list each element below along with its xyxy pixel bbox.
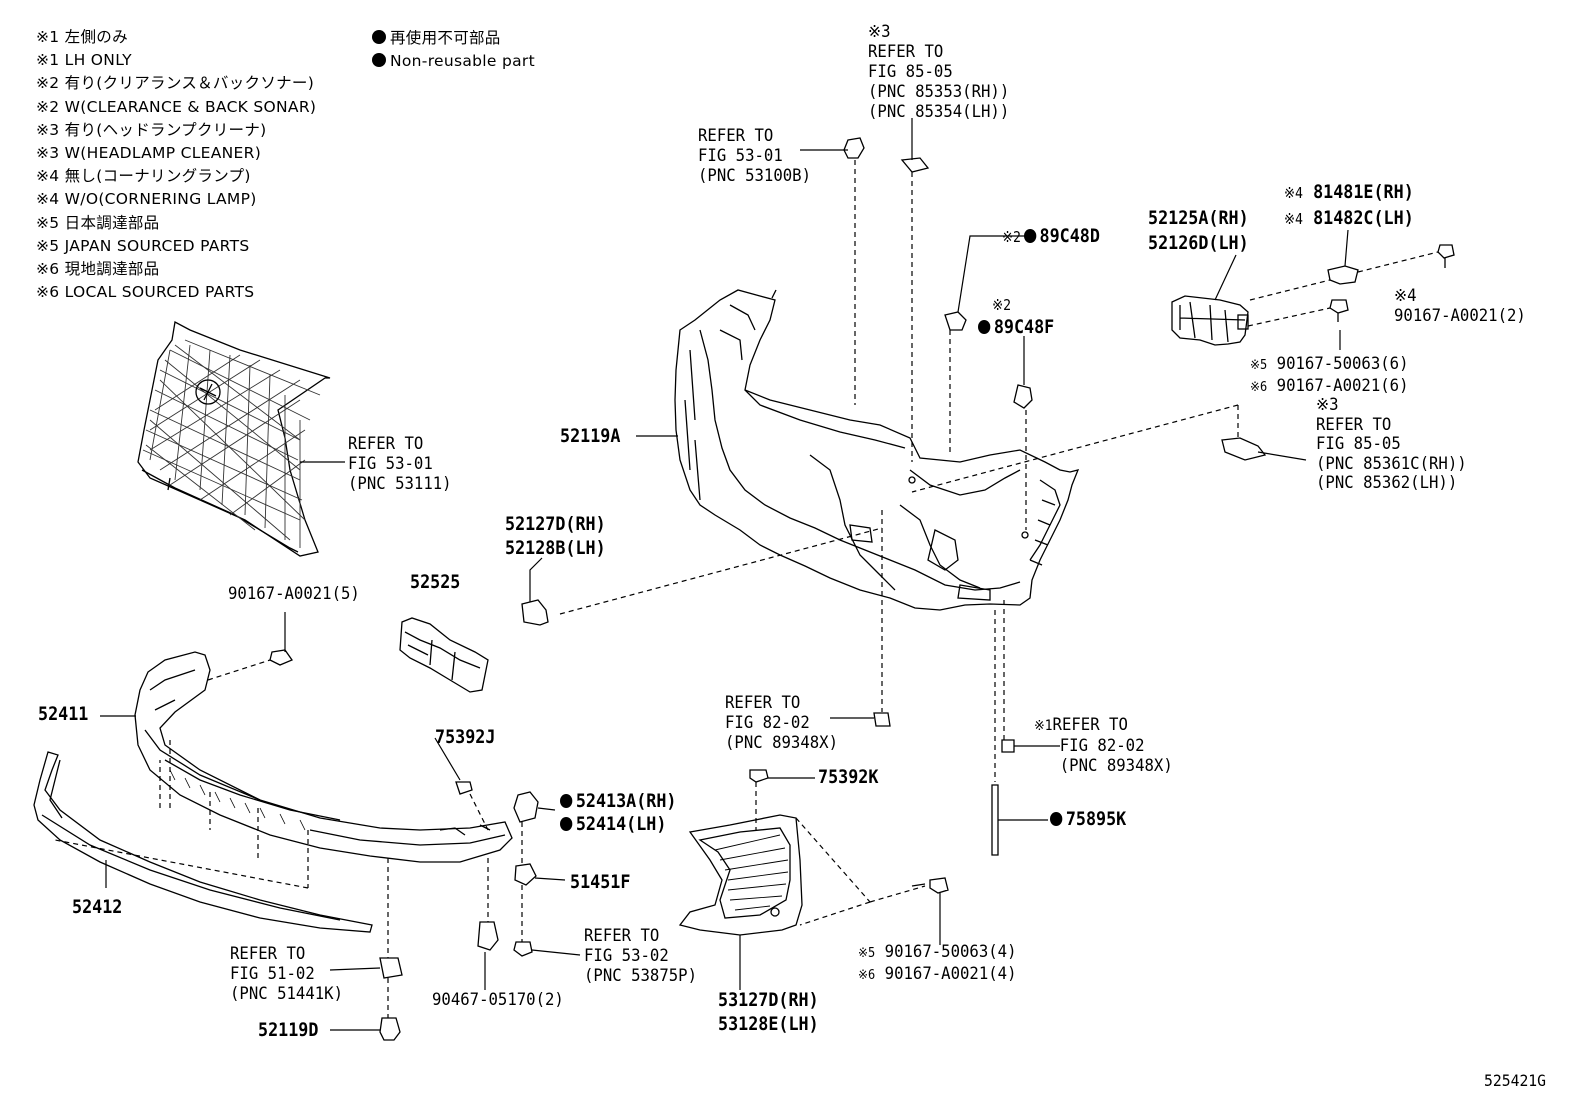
sensor-retainer-89C48D-illustration	[944, 311, 967, 331]
lower-spoiler-illustration	[33, 751, 373, 933]
tow-hook-cap-illustration	[521, 599, 549, 626]
fog-lamp-cover-illustration	[678, 814, 803, 936]
part-51451F-label: 51451F	[570, 871, 631, 893]
bolt-illustrations	[269, 244, 1455, 894]
legend-line: ※4 無し(コーナリングランプ)	[36, 167, 251, 186]
legend-line: ※5 JAPAN SOURCED PARTS	[36, 236, 250, 255]
connector-89348X-a-illustration	[873, 712, 891, 727]
nonreusable-dot-icon	[1050, 812, 1063, 826]
washer-cover-85353-illustration	[900, 157, 930, 173]
refer-89348X-b-label: ※1REFER TO FIG 82-02 (PNC 89348X)	[1034, 715, 1173, 776]
fog-lamp-bracket-illustration	[1171, 295, 1249, 346]
part-81481E-label: ※4 81481E(RH) ※4 81482C(LH)	[1284, 181, 1414, 229]
figure-id: 525421G	[1484, 1071, 1547, 1090]
clip-53100B-illustration	[843, 137, 865, 159]
dashed-leaders	[54, 160, 1439, 1018]
nonreusable-dot-icon	[1023, 229, 1036, 243]
legend: ※1 左側のみ ※1 LH ONLY ※2 有り(クリアランス＆バックソナー) …	[36, 28, 317, 308]
part-75392K-label: 75392K	[818, 766, 879, 788]
clip-90467-illustration	[477, 921, 499, 951]
legend-line: ※5 日本調達部品	[36, 213, 160, 232]
bumper-cover-illustration	[674, 289, 1080, 611]
lower-grille-bracket-illustration	[134, 651, 513, 863]
part-52413A-label: 52413A(RH) 52414(LH)	[560, 790, 677, 836]
connector-89348X-b-illustration	[1001, 739, 1015, 753]
legend-line: ※6 現地調達部品	[36, 259, 160, 278]
legend-line: ※2 有り(クリアランス＆バックソナー)	[36, 74, 315, 93]
legend-line: ※4 W/O(CORNERING LAMP)	[36, 190, 257, 209]
part-53127D-label: 53127D(RH)53128E(LH)	[718, 989, 819, 1035]
front-grille-illustration	[137, 321, 331, 557]
legend-line: ※6 LOCAL SOURCED PARTS	[36, 283, 255, 302]
bracket-52413A-illustration	[513, 791, 539, 823]
nut-51451F-illustration	[514, 863, 537, 886]
nonreusable-dot-icon	[560, 794, 573, 808]
part-52125A-label: 52125A(RH)52126D(LH)	[1148, 207, 1249, 254]
part-90467-label: 90467-05170(2)	[432, 990, 564, 1010]
part-52412-label: 52412	[72, 896, 123, 918]
washer-nozzle-85361-illustration	[1221, 437, 1267, 461]
nonreusable-dot-icon	[372, 30, 386, 44]
part-52411-label: 52411	[38, 703, 89, 725]
clip-75392J-illustration	[455, 781, 473, 795]
nonreusable-dot-icon	[978, 320, 991, 334]
part-90167-6-label: ※5 90167-50063(6) ※6 90167-A0021(6)	[1250, 354, 1409, 396]
clip-75392K-illustration	[749, 769, 769, 783]
part-52119D-label: 52119D	[258, 1019, 319, 1041]
part-52127D-label: 52127D(RH)52128B(LH)	[505, 513, 606, 559]
clip-51441K-illustration	[379, 957, 403, 979]
sensor-retainer-89C48F-illustration	[1013, 384, 1033, 409]
bracket-52525-illustration	[399, 617, 489, 693]
solid-leaders	[100, 118, 1349, 1031]
part-52119A-label: 52119A	[560, 425, 621, 447]
legend-line: ※3 有り(ヘッドランプクリーナ)	[36, 120, 267, 139]
clip-52119D-illustration	[379, 1017, 401, 1041]
nonreusable-legend: 再使用不可部品 Non-reusable part	[372, 30, 535, 76]
part-52525-label: 52525	[410, 571, 461, 593]
nonreusable-dot-icon	[560, 817, 573, 831]
molding-75895K-illustration	[991, 784, 999, 856]
legend-line: ※1 左側のみ	[36, 28, 128, 46]
screw-53875P-illustration	[513, 941, 533, 957]
bracket-81481E-illustration	[1327, 265, 1359, 285]
legend-line: ※3 W(HEADLAMP CLEANER)	[36, 143, 262, 162]
part-90167-4-label: ※5 90167-50063(4) ※6 90167-A0021(4)	[858, 942, 1017, 984]
legend-line: ※2 W(CLEARANCE & BACK SONAR)	[36, 97, 317, 116]
nonreusable-jp: 再使用不可部品	[390, 29, 501, 47]
nonreusable-en: Non-reusable part	[390, 52, 535, 71]
part-89C48F-label: ※2 89C48F	[978, 294, 1054, 338]
part-90167-5-label: 90167-A0021(5)	[228, 584, 360, 604]
nonreusable-dot-icon	[372, 53, 386, 68]
part-75392J-label: 75392J	[435, 726, 496, 748]
legend-line: ※1 LH ONLY	[36, 51, 132, 70]
part-75895K-label: 75895K	[1050, 810, 1126, 829]
